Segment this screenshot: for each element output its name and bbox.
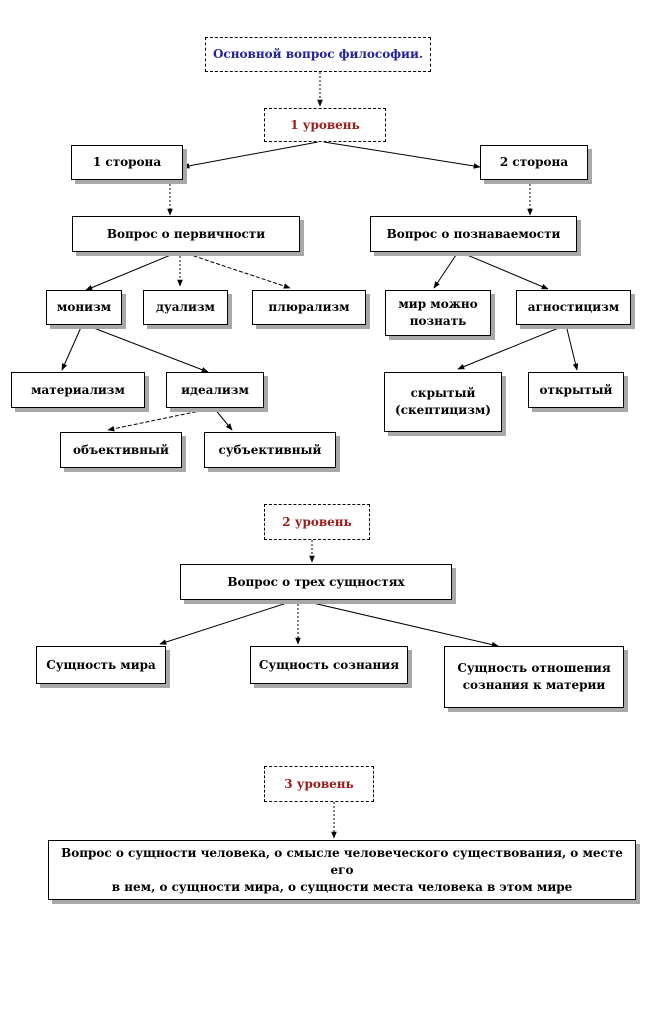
primacy-node: Вопрос о первичности [72,216,300,252]
level2-node: 2 уровень [264,504,370,540]
hidden-node: скрытый (скептицизм) [384,372,502,432]
materialism-node: материализм [11,372,145,408]
dualism-node: дуализм [143,290,228,325]
arrow-monism-to-materialism [61,324,83,371]
arrow-idealism-to-subjective [213,407,233,431]
arrow-agnosticism-to-open [565,324,579,371]
three-essences-node: Вопрос о трех сущностях [180,564,452,600]
monism-node: монизм [46,290,122,325]
arrow-monism-to-idealism [85,324,209,373]
knowability-node: Вопрос о познаваемости [370,216,577,252]
objective-node: объективный [60,432,182,468]
arrow-knowability-to-agnosticism [459,251,549,290]
arrow-primacy-to-pluralism [181,251,291,289]
consciousness-essence-node: Сущность сознания [250,646,408,684]
arrow-three-to-world [159,599,297,645]
arrow-knowability-to-knowable [433,251,459,289]
arrow-level1-to-side2 [323,141,481,169]
relation-essence-node: Сущность отношения сознания к материи [444,646,624,708]
arrow-primacy-to-monism [85,251,179,291]
level1-node: 1 уровень [264,108,386,142]
pluralism-node: плюрализм [252,290,366,325]
arrow-level1-to-side1 [182,141,319,169]
human-question-node: Вопрос о сущности человека, о смысле чел… [48,840,636,900]
subjective-node: субъективный [204,432,336,468]
knowable-node: мир можно познать [385,290,491,336]
arrow-three-to-relation [299,599,499,648]
world-essence-node: Сущность мира [36,646,166,684]
idealism-node: идеализм [166,372,264,408]
agnosticism-node: агностицизм [516,290,631,325]
level3-node: 3 уровень [264,766,374,802]
open-node: открытый [528,372,624,408]
side1-node: 1 сторона [71,145,183,180]
root-node: Основной вопрос философии. [205,37,431,72]
arrow-agnosticism-to-hidden [457,324,567,370]
arrow-idealism-to-objective [107,407,215,432]
side2-node: 2 сторона [480,145,588,180]
